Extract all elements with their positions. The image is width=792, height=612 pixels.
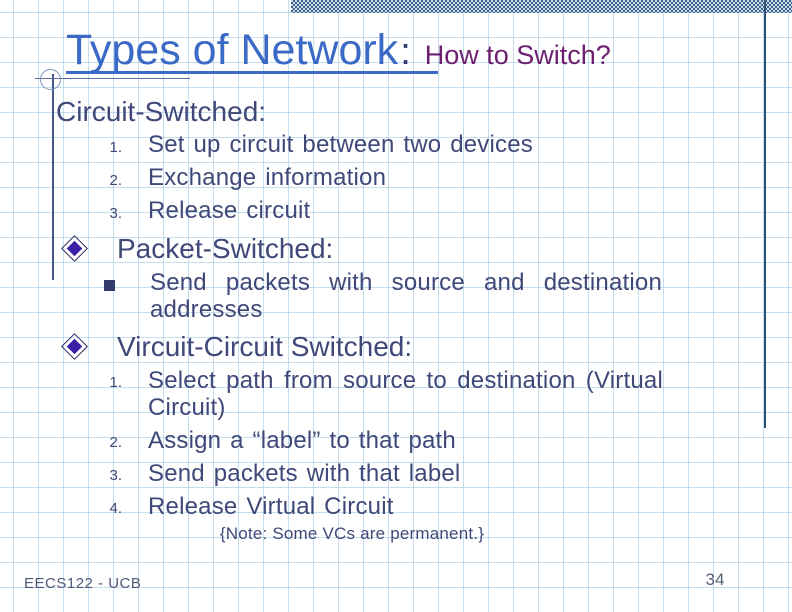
list-marker: 3.: [109, 205, 122, 222]
list-item: Send packets with source and destination…: [150, 269, 662, 323]
list-marker: 3.: [109, 467, 122, 484]
list-item: Send packets with that label: [148, 460, 461, 487]
square-bullet-icon: [104, 280, 115, 291]
list-item: Set up circuit between two devices: [148, 131, 533, 158]
list-item: Assign a “label” to that path: [148, 427, 456, 454]
diamond-bullet-icon: [61, 333, 88, 360]
title-text: Types of Network: [66, 26, 399, 74]
diamond-bullet-icon: [61, 235, 88, 262]
footer-course-label: EECS122 - UCB: [24, 575, 142, 592]
list-item: Release Virtual Circuit: [148, 493, 394, 520]
left-rule-decoration: [52, 74, 54, 280]
title-colon: :: [400, 31, 411, 73]
compass-circle-decoration: [40, 69, 61, 90]
list-item: Exchange information: [148, 164, 387, 191]
list-marker: 1.: [109, 374, 122, 391]
list-item: Select path from source to destination (…: [148, 367, 663, 421]
list-item: Release circuit: [148, 197, 311, 224]
list-marker: 4.: [109, 500, 122, 517]
title-underline: [66, 71, 438, 74]
page-number: 34: [705, 570, 725, 589]
note-text: {Note: Some VCs are permanent.}: [219, 524, 485, 543]
title-accent-line: [35, 78, 190, 79]
list-marker: 1.: [109, 139, 122, 156]
subtitle-text: How to Switch?: [424, 40, 611, 70]
section-heading-vircuit-circuit-switched: Vircuit-Circuit Switched:: [117, 331, 413, 362]
right-rule-decoration: [764, 0, 766, 428]
slide-title: Types of Network : How to Switch?: [66, 29, 611, 72]
section-heading-circuit-switched: Circuit-Switched:: [56, 96, 267, 127]
section-heading-packet-switched: Packet-Switched:: [117, 233, 334, 264]
checkerboard-bar-decoration: [291, 0, 792, 13]
list-marker: 2.: [109, 434, 122, 451]
list-marker: 2.: [109, 172, 122, 189]
